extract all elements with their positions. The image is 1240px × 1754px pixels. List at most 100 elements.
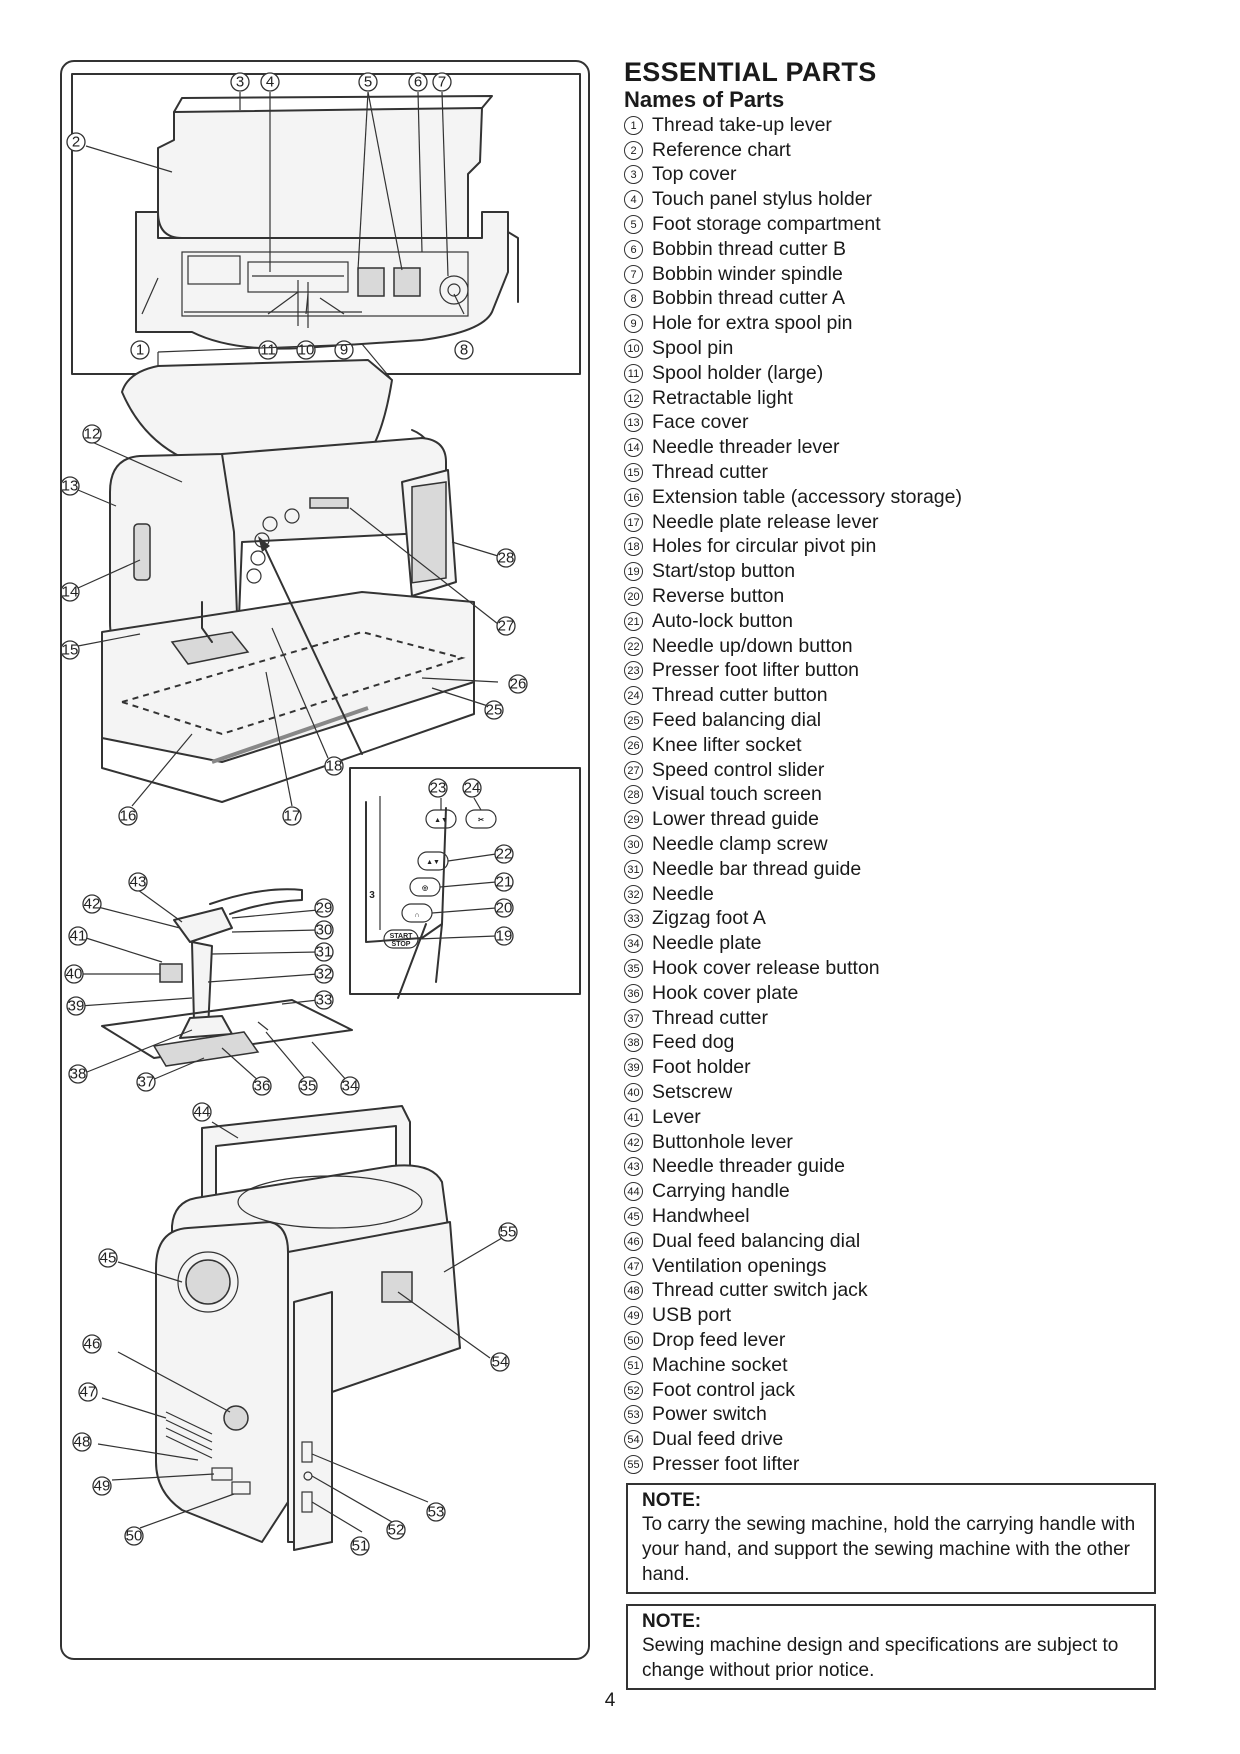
part-label: Hook cover release button <box>652 956 880 979</box>
part-number-badge: 28 <box>624 785 643 805</box>
part-number-badge: 22 <box>624 636 643 656</box>
callout-35: 35 <box>298 1076 318 1096</box>
svg-text:2: 2 <box>72 134 80 151</box>
page-number: 4 <box>604 1690 616 1711</box>
part-label: Buttonhole lever <box>652 1130 793 1153</box>
part-number-badge: 29 <box>624 810 643 830</box>
part-label: Lever <box>652 1105 701 1128</box>
part-number-badge: 24 <box>624 686 643 706</box>
svg-text:32: 32 <box>316 966 333 983</box>
list-item: 24 Thread cutter button <box>624 683 1164 708</box>
part-label: Thread cutter <box>652 1006 768 1029</box>
svg-text:4: 4 <box>266 74 274 91</box>
part-number-badge: 5 <box>624 215 643 235</box>
part-label: Lower thread guide <box>652 808 819 831</box>
part-label: Needle clamp screw <box>652 833 828 855</box>
part-label: Feed balancing dial <box>652 709 822 732</box>
callout-24: 24 <box>462 778 482 798</box>
svg-text:27: 27 <box>498 618 515 635</box>
part-number-badge: 34 <box>624 934 643 954</box>
svg-text:41: 41 <box>70 928 87 945</box>
svg-text:17: 17 <box>284 808 301 825</box>
part-number-badge: 9 <box>624 314 643 334</box>
control-panel-inset: ▲▼ ✂ ▲▼ ◎ ∩ START STOP 3 23 24 22 21 <box>349 767 581 999</box>
part-label: Bobbin thread cutter B <box>652 237 847 260</box>
svg-text:◎: ◎ <box>422 885 428 892</box>
part-label: Machine socket <box>652 1353 788 1376</box>
svg-text:44: 44 <box>194 1104 211 1121</box>
part-label: Ventilation openings <box>652 1254 827 1277</box>
svg-text:29: 29 <box>316 900 333 917</box>
part-number-badge: 33 <box>624 909 643 929</box>
part-label: Needle plate <box>652 932 762 955</box>
part-label: Needle plate release lever <box>652 510 879 533</box>
callout-18: 18 <box>324 756 344 776</box>
part-number-badge: 46 <box>624 1231 643 1251</box>
part-label: Extension table (accessory storage) <box>652 485 962 508</box>
callout-53: 53 <box>426 1502 446 1522</box>
part-label: Thread take-up lever <box>652 113 832 136</box>
part-number-badge: 3 <box>624 165 643 185</box>
svg-text:34: 34 <box>342 1078 359 1095</box>
svg-text:39: 39 <box>68 998 85 1015</box>
svg-text:49: 49 <box>94 1478 111 1495</box>
svg-text:43: 43 <box>130 874 147 891</box>
part-number-badge: 54 <box>624 1430 643 1450</box>
callout-45: 45 <box>98 1248 118 1268</box>
part-number-badge: 4 <box>624 190 643 210</box>
svg-text:51: 51 <box>352 1538 369 1555</box>
svg-text:23: 23 <box>430 780 447 797</box>
part-number-badge: 44 <box>624 1182 643 1202</box>
part-label: Knee lifter socket <box>652 733 802 756</box>
callout-55: 55 <box>498 1222 518 1242</box>
callout-5: 5 <box>358 72 378 92</box>
part-label: Foot storage compartment <box>652 213 881 236</box>
part-label: Needle up/down button <box>652 634 853 657</box>
svg-text:3: 3 <box>236 74 244 91</box>
part-number-badge: 49 <box>624 1306 643 1326</box>
part-number-badge: 14 <box>624 438 643 458</box>
svg-text:21: 21 <box>496 874 513 891</box>
svg-text:55: 55 <box>500 1224 517 1241</box>
part-label: Visual touch screen <box>652 783 822 806</box>
part-number-badge: 8 <box>624 289 643 309</box>
part-number-badge: 31 <box>624 859 643 879</box>
svg-text:18: 18 <box>326 758 343 775</box>
part-label: Presser foot lifter button <box>652 659 860 682</box>
svg-text:14: 14 <box>62 584 78 601</box>
svg-text:45: 45 <box>100 1250 117 1267</box>
part-number-badge: 48 <box>624 1281 643 1301</box>
note-text: Sewing machine design and specifications… <box>642 1634 1119 1681</box>
callout-49: 49 <box>92 1476 112 1496</box>
part-label: Thread cutter button <box>652 684 828 707</box>
callout-22: 22 <box>494 844 514 864</box>
part-label: Auto-lock button <box>652 609 793 632</box>
svg-text:48: 48 <box>74 1434 91 1451</box>
part-number-badge: 50 <box>624 1330 643 1350</box>
callout-13: 13 <box>62 476 80 496</box>
part-label: Power switch <box>652 1403 767 1426</box>
svg-text:25: 25 <box>486 702 503 719</box>
part-label: Handwheel <box>652 1204 750 1227</box>
part-label: Dual feed balancing dial <box>652 1229 861 1252</box>
svg-text:33: 33 <box>316 992 333 1009</box>
svg-text:11: 11 <box>260 342 276 359</box>
